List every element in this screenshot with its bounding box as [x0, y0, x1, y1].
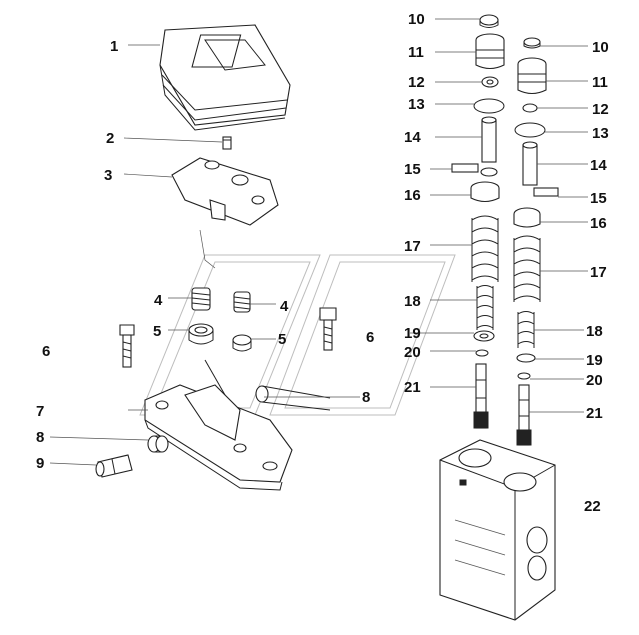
label-15b: 15 — [590, 190, 607, 207]
label-7: 7 — [36, 403, 44, 420]
part-6-bolt-right — [319, 307, 337, 351]
part-21-spool-a — [473, 363, 489, 429]
label-17b: 17 — [590, 264, 607, 281]
part-5-bushing-a — [188, 323, 214, 345]
part-17-spring-a — [471, 215, 499, 282]
label-10b: 10 — [592, 39, 609, 56]
part-4-spring-b — [233, 291, 251, 313]
part-13-oring-a — [473, 98, 505, 114]
part-14-stem-a — [481, 116, 497, 163]
part-18-spring-inner-a — [476, 285, 494, 330]
part-15-pin-b — [533, 187, 559, 197]
label-21a: 21 — [404, 379, 421, 396]
label-19b: 19 — [586, 352, 603, 369]
label-11a: 11 — [408, 44, 424, 61]
part-13-oring-b — [514, 122, 546, 138]
label-6a: 6 — [42, 343, 50, 360]
label-21b: 21 — [586, 405, 603, 422]
part-14-stem-b — [522, 141, 538, 186]
label-20b: 20 — [586, 372, 603, 389]
part-8-sleeve-a — [147, 435, 169, 453]
label-5b: 5 — [278, 331, 286, 348]
label-4a: 4 — [154, 292, 163, 309]
label-14b: 14 — [590, 157, 607, 174]
label-3: 3 — [104, 167, 112, 184]
part-17-spring-b — [513, 235, 541, 302]
label-4b: 4 — [280, 298, 289, 315]
label-1: 1 — [110, 38, 118, 55]
label-13b: 13 — [592, 125, 609, 142]
part-16-retainer-a — [470, 181, 500, 203]
part-4-spring-a — [191, 287, 211, 311]
part-19-seat-a — [473, 330, 495, 342]
part-10-cap-a — [479, 14, 499, 28]
label-17a: 17 — [404, 238, 421, 255]
part-3-bracket — [171, 157, 279, 269]
label-12b: 12 — [592, 101, 609, 118]
part-11-nut-a — [475, 33, 505, 70]
part-1-cover — [159, 24, 291, 131]
label-19a: 19 — [404, 325, 421, 342]
part-15-pin-a — [451, 163, 498, 177]
part-11-nut-b — [517, 57, 547, 95]
label-9: 9 — [36, 455, 44, 472]
part-18-spring-inner-b — [517, 311, 535, 348]
label-10a: 10 — [408, 11, 425, 28]
label-13a: 13 — [408, 96, 425, 113]
part-19-seat-b — [516, 353, 536, 363]
part-8-sleeve-b — [255, 385, 331, 411]
label-14a: 14 — [404, 129, 421, 146]
part-21-spool-b — [516, 384, 532, 446]
label-2: 2 — [106, 130, 114, 147]
part-12-washer-b — [522, 103, 538, 113]
label-12a: 12 — [408, 74, 425, 91]
leader-lines — [49, 18, 588, 466]
part-5-bushing-b — [232, 334, 252, 352]
label-18a: 18 — [404, 293, 421, 310]
label-8a: 8 — [36, 429, 44, 446]
label-18b: 18 — [586, 323, 603, 340]
label-16b: 16 — [590, 215, 607, 232]
part-20-ring-b — [517, 372, 531, 380]
part-16-retainer-b — [513, 207, 541, 228]
part-7-base-plate — [144, 359, 293, 491]
label-6b: 6 — [366, 329, 374, 346]
part-6-bolt-left — [119, 324, 135, 368]
part-12-washer-a — [481, 76, 499, 88]
part-20-ring-a — [475, 349, 489, 357]
part-2-pin — [222, 136, 232, 150]
callout-labels: 1 2 3 4 4 5 5 6 6 7 8 8 9 10 10 11 11 12… — [36, 11, 609, 515]
part-10-cap-b — [523, 37, 541, 49]
part-22-valve-body — [439, 439, 556, 621]
label-22: 22 — [584, 498, 601, 515]
label-20a: 20 — [404, 344, 421, 361]
label-8b: 8 — [362, 389, 370, 406]
label-11b: 11 — [592, 74, 608, 91]
part-9-pin — [95, 454, 133, 478]
label-16a: 16 — [404, 187, 421, 204]
label-5a: 5 — [153, 323, 161, 340]
label-15a: 15 — [404, 161, 421, 178]
